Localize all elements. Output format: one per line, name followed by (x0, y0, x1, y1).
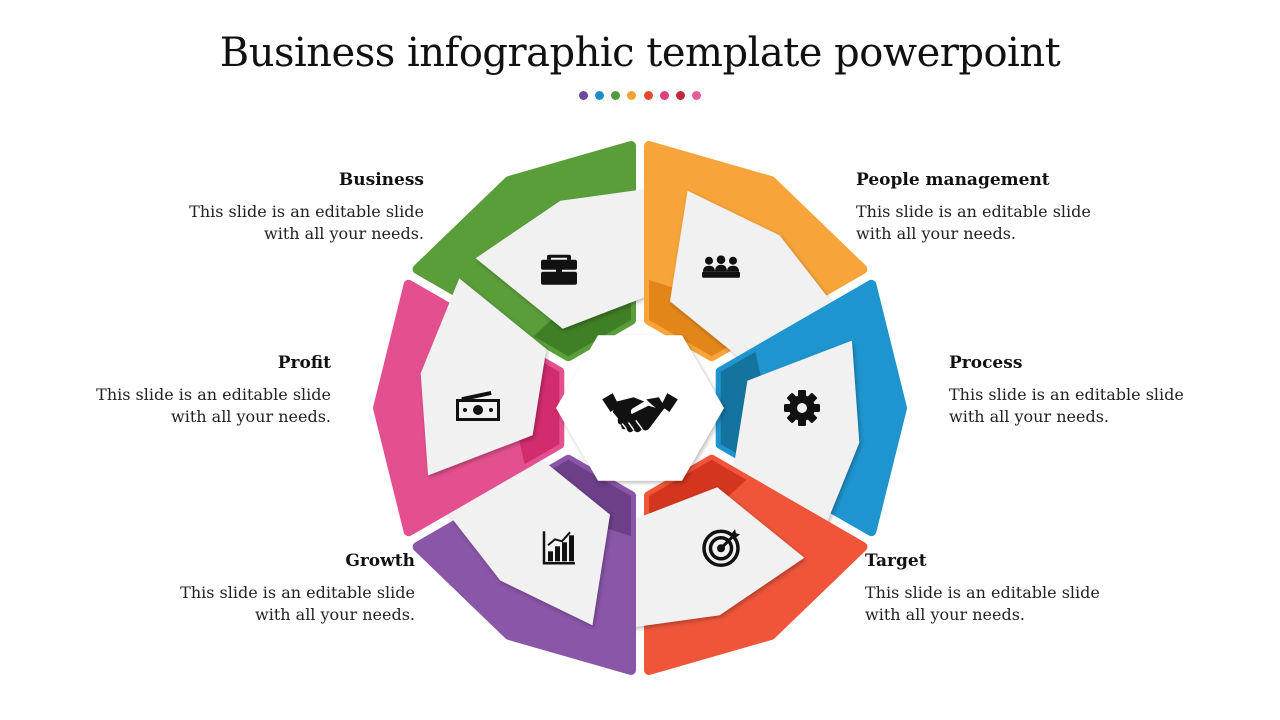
segment-card-target (618, 487, 805, 630)
segment-description: This slide is an editable slide with all… (180, 583, 415, 624)
segment-people (644, 141, 868, 362)
segment-heading: Growth (345, 551, 415, 571)
segment-description: This slide is an editable slide with all… (949, 385, 1184, 426)
segment-card-growth (437, 459, 610, 626)
decorative-dot (611, 91, 621, 100)
segment-description: This slide is an editable slide with all… (96, 385, 331, 426)
segment-profit (373, 278, 565, 537)
decorative-dot (627, 91, 637, 100)
decorative-dot (692, 91, 702, 100)
segment-heading: Business (338, 170, 424, 190)
segment-card-people (670, 190, 843, 357)
decorative-dot (675, 91, 685, 100)
decorative-dot (578, 91, 588, 100)
segment-description: This slide is an editable slide with all… (856, 202, 1091, 243)
segment-heading: Process (949, 353, 1023, 373)
segment-card-profit (420, 278, 547, 476)
page-title: Business infographic template powerpoint (219, 30, 1061, 76)
segment-description: This slide is an editable slide with all… (189, 202, 424, 243)
segment-heading: Profit (277, 353, 331, 373)
gear-icon (784, 390, 820, 426)
segment-heading: People management (856, 170, 1050, 190)
segment-business (412, 141, 662, 362)
segment-description: This slide is an editable slide with all… (865, 583, 1100, 624)
segment-heading: Target (865, 551, 927, 571)
decorative-dot (643, 91, 653, 100)
decorative-dot (659, 91, 669, 100)
decorative-dots (0, 91, 1280, 100)
people-icon (702, 255, 740, 278)
decorative-dot (595, 91, 605, 100)
segment-target (618, 454, 868, 675)
segment-growth (412, 454, 636, 675)
segment-process (715, 279, 907, 538)
